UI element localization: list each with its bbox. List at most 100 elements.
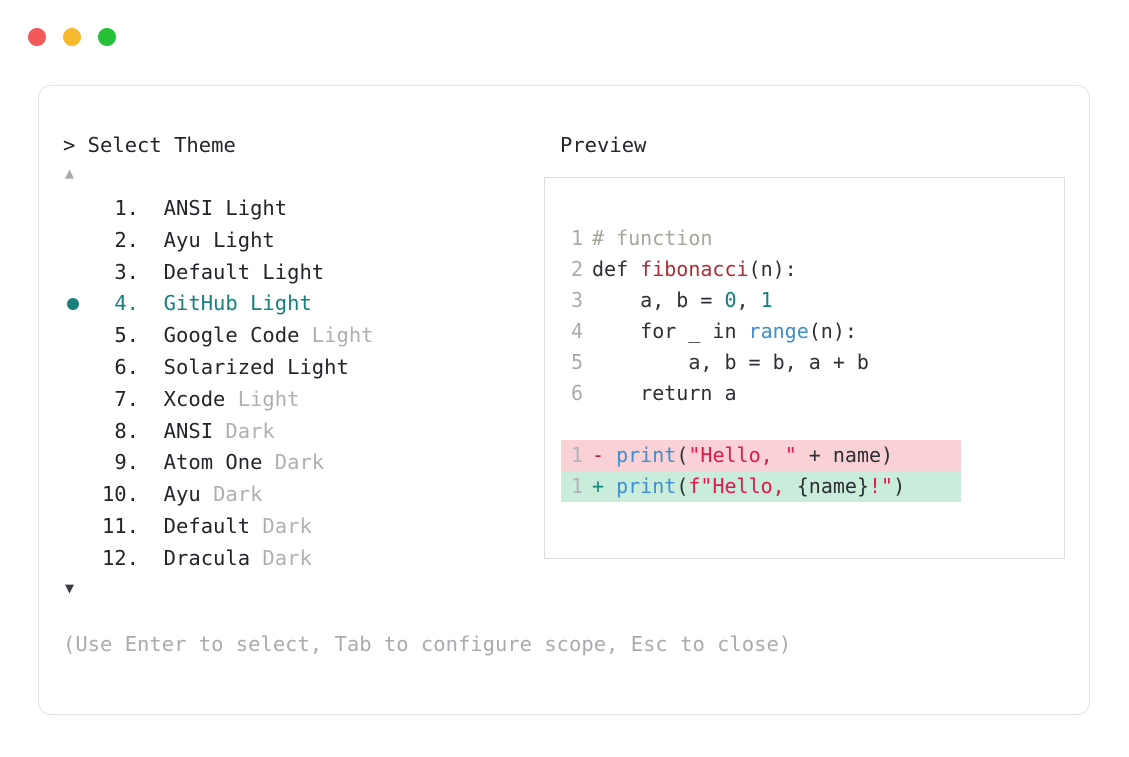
code-line-added: 1 + print(f"Hello, {name}!") — [561, 471, 961, 502]
theme-item-name: ANSI — [139, 196, 226, 220]
scroll-down-indicator-icon[interactable]: ▼ — [65, 578, 75, 597]
theme-item-index: 9. — [114, 450, 139, 475]
theme-item-variant: Light — [250, 291, 312, 316]
code-token-plain: for _ in — [592, 319, 749, 343]
minimize-window-button[interactable] — [63, 28, 81, 46]
code-line-text: # function — [592, 223, 712, 254]
zoom-window-button[interactable] — [98, 28, 116, 46]
theme-item-name: GitHub — [139, 291, 251, 316]
theme-item-name: Solarized — [139, 354, 288, 379]
theme-list-item[interactable]: 8. ANSI Dark — [63, 416, 533, 448]
code-token-builtin: print — [616, 474, 677, 498]
theme-item-name: Default — [139, 259, 263, 284]
theme-list-item[interactable]: 10. Ayu Dark — [63, 479, 533, 511]
code-line-text: def fibonacci(n): — [592, 254, 797, 285]
close-window-button[interactable] — [28, 28, 46, 46]
theme-list-item[interactable]: 7. Xcode Light — [63, 384, 533, 416]
code-line-number: 6 — [570, 381, 583, 405]
theme-item-variant: Light — [311, 323, 374, 348]
code-token-plain: ) — [893, 474, 906, 498]
theme-item-index: 10. — [101, 482, 139, 507]
theme-list-item[interactable]: 4. GitHub Light — [63, 288, 533, 320]
code-line-number: 3 — [570, 288, 583, 312]
code-line-number: 1 — [570, 443, 583, 467]
panel-headers: > Select Theme Preview — [63, 133, 1067, 157]
theme-list-item[interactable]: 2. Ayu Light — [63, 225, 533, 257]
theme-item-name: Ayu — [139, 227, 214, 252]
preview-panel-title: Preview — [560, 133, 647, 157]
theme-list-item[interactable]: 11. Default Dark — [63, 511, 533, 543]
theme-item-index: 6. — [114, 354, 139, 379]
theme-item-index: 5. — [114, 323, 139, 348]
code-line-text: - print("Hello, " + name) — [592, 440, 893, 471]
theme-item-variant: Dark — [262, 513, 312, 538]
code-token-plain: {name} — [796, 474, 869, 498]
code-line: 1 # function — [561, 223, 961, 254]
code-token-marker-del: - — [592, 443, 617, 467]
theme-item-variant: Light — [287, 354, 349, 379]
code-line-number: 1 — [570, 474, 583, 498]
theme-item-index: 11. — [101, 513, 139, 538]
code-token-plain: a, b = — [592, 288, 725, 312]
code-line-number: 1 — [570, 226, 583, 250]
theme-item-index: 3. — [114, 259, 139, 284]
code-line-removed: 1 - print("Hello, " + name) — [561, 440, 961, 471]
theme-item-index: 2. — [114, 227, 139, 252]
theme-item-name: ANSI — [139, 418, 226, 443]
code-line-spacer — [561, 409, 961, 440]
code-token-str: f"Hello, — [688, 474, 797, 498]
theme-list-item[interactable]: 3. Default Light — [63, 257, 533, 289]
code-token-plain: (n): — [808, 319, 857, 343]
code-token-plain: a, b = b, a + b — [592, 350, 869, 374]
code-line: 3 a, b = 0, 1 — [561, 285, 961, 316]
theme-list-item[interactable]: 12. Dracula Dark — [63, 543, 533, 575]
selected-bullet-icon — [67, 298, 79, 311]
code-token-str: !" — [868, 474, 894, 498]
theme-item-variant: Light — [262, 259, 325, 284]
theme-list-item[interactable]: 9. Atom One Dark — [63, 447, 533, 479]
code-line-text: + print(f"Hello, {name}!") — [592, 471, 905, 502]
code-token-builtin: print — [616, 443, 677, 467]
code-line-text: return a — [592, 378, 737, 409]
code-token-marker-add: + — [592, 474, 617, 498]
theme-item-index: 4. — [114, 291, 139, 316]
code-line: 6 return a — [561, 378, 961, 409]
code-token-plain: return a — [592, 381, 737, 405]
code-token-str: "Hello, " — [688, 443, 797, 467]
code-token-plain: def — [592, 257, 641, 281]
code-line-number: 5 — [570, 350, 583, 374]
theme-list-item[interactable]: 1. ANSI Light — [63, 193, 533, 225]
theme-item-name: Ayu — [139, 482, 214, 507]
theme-item-variant: Light — [237, 386, 300, 411]
theme-list-item[interactable]: 6. Solarized Light — [63, 352, 533, 384]
code-token-plain: , — [736, 288, 761, 312]
window-traffic-lights — [28, 28, 116, 46]
theme-item-index: 12. — [101, 545, 139, 570]
scroll-up-indicator-icon[interactable]: ▲ — [65, 164, 75, 182]
theme-item-name: Default — [139, 513, 263, 538]
code-token-num: 1 — [760, 288, 773, 312]
theme-item-variant: Dark — [274, 450, 325, 475]
code-line-text: a, b = 0, 1 — [592, 285, 773, 316]
code-line-number: 4 — [570, 319, 583, 343]
selection-bullet-cell — [63, 298, 93, 311]
theme-list-item[interactable]: 5. Google Code Light — [63, 320, 533, 352]
theme-item-index: 8. — [114, 418, 139, 443]
theme-item-index: 1. — [114, 196, 139, 220]
keyboard-hint-text: (Use Enter to select, Tab to configure s… — [63, 632, 792, 656]
code-line: 5 a, b = b, a + b — [561, 347, 961, 378]
code-line-text: for _ in range(n): — [592, 316, 857, 347]
code-token-plain: ( — [676, 474, 689, 498]
theme-item-variant: Dark — [262, 545, 312, 570]
code-line-number: 2 — [570, 257, 583, 281]
code-line-text: a, b = b, a + b — [592, 347, 869, 378]
theme-item-variant: Dark — [225, 418, 275, 443]
theme-item-variant: Light — [213, 227, 275, 252]
code-token-fn: fibonacci — [640, 257, 749, 281]
theme-item-name: Google Code — [139, 323, 312, 348]
